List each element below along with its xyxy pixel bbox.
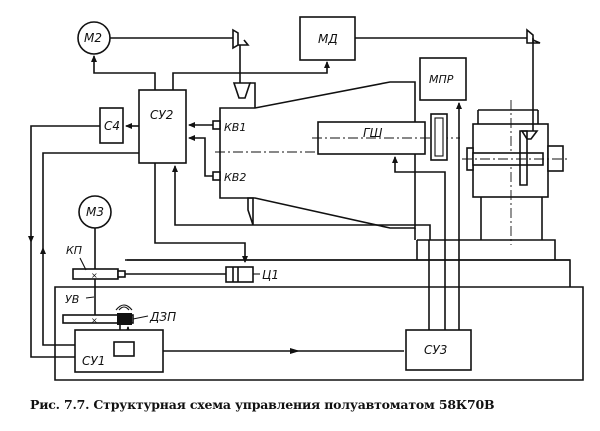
su2-to-m2-link bbox=[91, 55, 156, 90]
su2-to-md-link bbox=[172, 61, 330, 90]
su3-to-su2-link bbox=[172, 165, 431, 240]
sensor-kv2: КВ2 bbox=[212, 171, 246, 184]
su3-label: СУ3 bbox=[424, 343, 447, 357]
svg-text:×: × bbox=[91, 271, 98, 280]
feed-screw: × ДЗП bbox=[62, 304, 176, 325]
uv-label: УВ bbox=[65, 293, 79, 306]
c4-label: С4 bbox=[104, 119, 120, 133]
su1-to-su2-link bbox=[40, 247, 75, 346]
su2-label: СУ2 bbox=[150, 108, 173, 122]
block-su3: СУ3 bbox=[405, 329, 472, 371]
workpiece-holder bbox=[430, 113, 448, 161]
sensor-kv1: КВ1 bbox=[212, 120, 246, 134]
motor-m3: М3 bbox=[78, 195, 112, 229]
kv1-label: КВ1 bbox=[224, 121, 246, 134]
block-md: МД bbox=[299, 16, 356, 61]
m2-label: М2 bbox=[84, 31, 102, 45]
su2-to-ts1-link bbox=[154, 163, 248, 263]
m3-label: М3 bbox=[86, 205, 104, 219]
bevel-gear-icon bbox=[232, 28, 250, 83]
kv2-to-su2-link bbox=[188, 135, 213, 177]
cylinder-ts1: Ц1 bbox=[225, 266, 279, 283]
gsh-label: ГШ bbox=[363, 126, 383, 140]
motor-m2: М2 bbox=[77, 21, 111, 55]
mpr-label: МПР bbox=[429, 73, 454, 86]
block-c4: С4 bbox=[99, 107, 124, 144]
su1-label: СУ1 bbox=[82, 354, 105, 368]
gearbox-kp: × КП bbox=[66, 244, 126, 280]
block-su2: СУ2 bbox=[138, 89, 187, 164]
dzp-sensor bbox=[117, 313, 132, 325]
headstock bbox=[215, 81, 425, 229]
su3-to-gsh-link bbox=[392, 156, 446, 330]
dzp-label: ДЗП bbox=[149, 310, 176, 324]
block-mpr: МПР bbox=[419, 57, 467, 101]
ts1-label: Ц1 bbox=[262, 268, 279, 282]
md-label: МД bbox=[318, 32, 338, 46]
su1-to-su2-link-b bbox=[42, 152, 139, 248]
figure-caption: Рис. 7.7. Структурная схема управления п… bbox=[30, 397, 495, 412]
spindle-gsh: ГШ bbox=[312, 121, 460, 155]
block-su1: СУ1 bbox=[74, 329, 164, 373]
signal-icon bbox=[115, 304, 133, 311]
c4-to-su1-link-b bbox=[30, 242, 75, 358]
svg-text:×: × bbox=[91, 316, 98, 325]
kp-label: КП bbox=[66, 244, 82, 257]
kv2-label: КВ2 bbox=[224, 171, 246, 184]
c4-to-su1-link bbox=[28, 125, 100, 243]
tool-unit bbox=[462, 28, 570, 245]
